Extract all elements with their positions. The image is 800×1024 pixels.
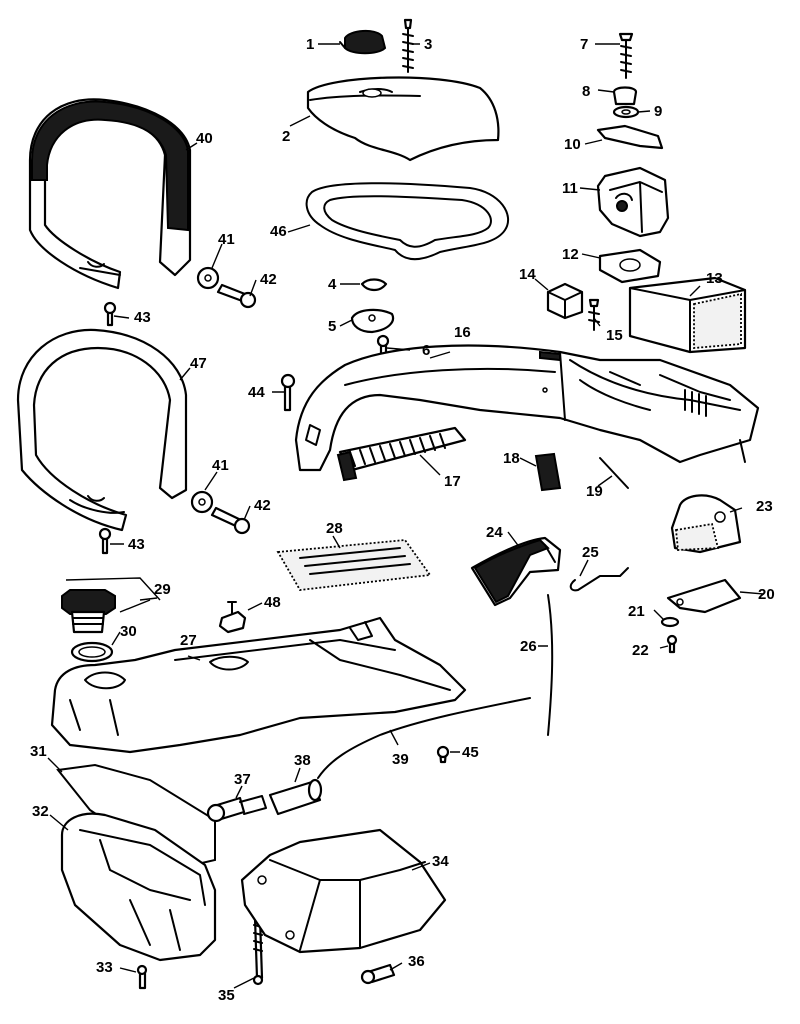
carburetor-assembly [596, 32, 670, 284]
part-label-3: 3 [424, 36, 432, 53]
part-label-28: 28 [326, 520, 343, 537]
part-label-24: 24 [486, 524, 503, 541]
part-label-12: 12 [562, 246, 579, 263]
left-hardware [98, 266, 296, 555]
trigger-24 [470, 536, 562, 607]
lower-hardware [136, 745, 450, 990]
top-cover-assembly [306, 18, 500, 162]
small-parts-4-5-6 [350, 278, 395, 357]
handle-bar-40 [28, 98, 192, 290]
part-label-47: 47 [190, 355, 207, 372]
part-label-16: 16 [454, 324, 471, 341]
part-label-43-lower: 43 [128, 536, 145, 553]
parts-18-19 [534, 452, 629, 492]
part-label-45: 45 [462, 744, 479, 761]
case-32 [60, 812, 217, 962]
part-label-19: 19 [586, 483, 603, 500]
part-label-14: 14 [519, 266, 536, 283]
part-label-8: 8 [582, 83, 590, 100]
part-label-42-lower: 42 [254, 497, 271, 514]
part-label-17: 17 [444, 473, 461, 490]
air-filter-13 [628, 276, 747, 354]
part-label-35: 35 [218, 987, 235, 1004]
part-label-48: 48 [264, 594, 281, 611]
part-label-21: 21 [628, 603, 645, 620]
part-label-5: 5 [328, 318, 336, 335]
part-label-33: 33 [96, 959, 113, 976]
part-label-15: 15 [606, 327, 623, 344]
part-label-40: 40 [196, 130, 213, 147]
part-label-9: 9 [654, 103, 662, 120]
block-23 [670, 494, 742, 554]
part-label-43-upper: 43 [134, 309, 151, 326]
part-label-30: 30 [120, 623, 137, 640]
rod-26 [547, 594, 554, 736]
wire-link-25 [569, 567, 629, 592]
part-label-7: 7 [580, 36, 588, 53]
line-39 [317, 697, 531, 779]
part-label-36: 36 [408, 953, 425, 970]
plate-28 [276, 539, 432, 591]
part-label-41-lower: 41 [212, 457, 229, 474]
part-label-11: 11 [562, 180, 578, 197]
part-label-32: 32 [32, 803, 49, 820]
gasket-46 [305, 182, 510, 261]
part-label-46: 46 [270, 223, 287, 240]
leader-lines [47, 43, 765, 989]
grip-17 [336, 426, 467, 482]
part-label-1: 1 [306, 36, 314, 53]
part-label-44: 44 [248, 384, 265, 401]
part-label-25: 25 [582, 544, 599, 561]
hand-guard-47 [16, 328, 188, 532]
part-label-37: 37 [234, 771, 251, 788]
part-labels: 1 2 3 4 5 6 7 8 9 10 11 12 13 14 15 16 1… [30, 36, 775, 1004]
part-label-2: 2 [282, 128, 290, 145]
part-drawings [16, 18, 760, 990]
part-label-26: 26 [520, 638, 537, 655]
part-label-42-upper: 42 [260, 271, 277, 288]
vent-48 [218, 601, 247, 634]
part-label-34: 34 [432, 853, 449, 870]
block-14 [546, 282, 600, 331]
part-label-20: 20 [758, 586, 775, 603]
part-label-23: 23 [756, 498, 773, 515]
part-label-13: 13 [706, 270, 723, 287]
bottom-plate-34 [240, 828, 447, 954]
part-label-38: 38 [294, 752, 311, 769]
part-label-39: 39 [392, 751, 409, 768]
part-label-10: 10 [564, 136, 581, 153]
part-label-4: 4 [328, 276, 337, 293]
part-label-18: 18 [503, 450, 520, 467]
part-label-27: 27 [180, 632, 197, 649]
part-label-22: 22 [632, 642, 649, 659]
part-label-41-upper: 41 [218, 231, 235, 248]
part-label-29: 29 [154, 581, 171, 598]
part-label-31: 31 [30, 743, 47, 760]
housing-16 [294, 344, 760, 472]
plate-20 [660, 578, 742, 654]
tank-27 [50, 616, 467, 754]
part-label-6: 6 [422, 342, 430, 359]
fuel-cap-29 [61, 577, 161, 663]
